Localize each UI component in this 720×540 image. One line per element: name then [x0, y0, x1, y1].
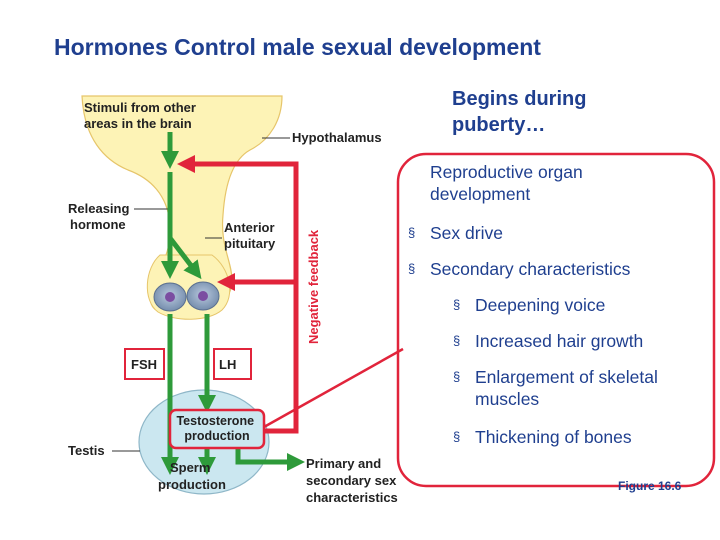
bullet-skeletal-text: Enlargement of skeletal muscles [475, 366, 658, 410]
connector-line [263, 347, 404, 429]
testosterone-box [168, 408, 266, 450]
pituitary-cell-left-nucleus [165, 292, 175, 302]
bullet-hair-text: Increased hair growth [475, 331, 644, 351]
testosterone-to-traits-arrow [235, 446, 305, 471]
bullet-marker: § [453, 369, 461, 384]
bullet-hair: § Increased hair growth [453, 330, 703, 352]
bullet-marker: § [453, 297, 461, 312]
sperm-label: Sperm production [158, 460, 226, 492]
hypothalamus-label: Hypothalamus [292, 130, 382, 145]
bullet-marker: § [408, 225, 416, 240]
bullet-skeletal-line-2: muscles [475, 389, 540, 409]
negative-feedback-label: Negative feedback [306, 229, 321, 344]
effects-box [396, 152, 716, 488]
stimuli-label: Stimuli from other areas in the brain [84, 100, 200, 131]
bullet-marker: § [408, 261, 416, 276]
testis-label: Testis [68, 443, 105, 458]
lh-label: LH [219, 357, 236, 372]
bullet-skeletal-line-1: Enlargement of skeletal [475, 367, 658, 387]
figure-label: Figure 16.6 [618, 479, 682, 493]
primary-label: Primary and secondary sex characteristic… [306, 456, 400, 505]
fsh-label: FSH [131, 357, 157, 372]
releasing-branch-arrow [168, 236, 202, 280]
bullet-secondary-text: Secondary characteristics [430, 259, 631, 279]
negative-feedback-arrow [177, 155, 299, 434]
bullet-reproductive-line-1: Reproductive organ [430, 162, 583, 182]
anterior-label: Anterior pituitary [224, 220, 278, 251]
slide-title: Hormones Control male sexual development [54, 34, 541, 60]
begins-heading: Begins during puberty… [452, 86, 652, 138]
pituitary-cell-right-nucleus [198, 291, 208, 301]
bullet-sex-drive-text: Sex drive [430, 223, 503, 243]
bullet-marker: § [453, 429, 461, 444]
bullet-reproductive-line-2: development [430, 184, 531, 204]
begins-line-2: puberty… [452, 114, 546, 136]
bullet-sex-drive: § Sex drive [408, 222, 698, 244]
fsh-box [124, 348, 165, 380]
bullet-voice: § Deepening voice [453, 294, 703, 316]
bullet-skeletal: § Enlargement of skeletal muscles [453, 366, 703, 412]
bullet-reproductive: Reproductive organ development [430, 161, 700, 205]
bullet-bones-text: Thickening of bones [475, 427, 632, 447]
bullet-marker: § [453, 333, 461, 348]
bullet-voice-text: Deepening voice [475, 295, 606, 315]
testosterone-label: Testosterone production [176, 414, 257, 443]
bullet-bones: § Thickening of bones [453, 426, 703, 448]
bullet-secondary: § Secondary characteristics [408, 258, 708, 280]
begins-line-1: Begins during [452, 88, 587, 110]
releasing-label: Releasing hormone [68, 201, 133, 232]
lh-box [213, 348, 252, 380]
